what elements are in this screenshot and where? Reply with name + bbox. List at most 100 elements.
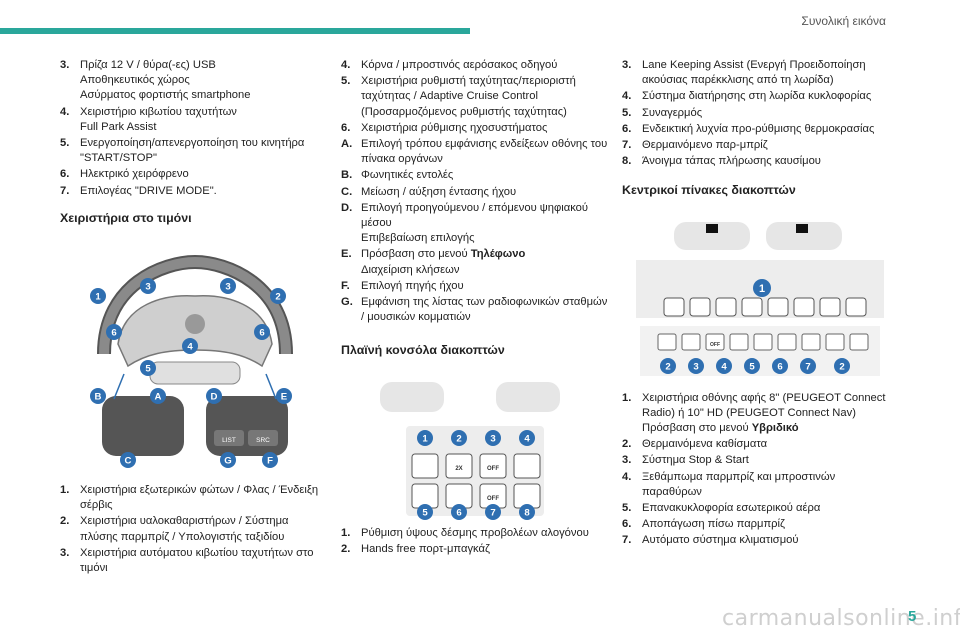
wheel-callout-marker	[206, 388, 222, 404]
wheel-callout-marker	[140, 278, 156, 294]
list-item: 2.Χειριστήρια υαλοκαθαριστήρων / Σύστημα…	[60, 515, 289, 543]
wheel-callout-label: 3	[225, 281, 230, 292]
section-title-central-panels: Κεντρικοί πίνακες διακοπτών	[622, 183, 796, 198]
side-callout-label: 7	[490, 507, 495, 518]
climate-control-button[interactable]	[705, 333, 725, 351]
side-callout-label: 5	[422, 507, 428, 518]
center-callout-label: 3	[693, 361, 698, 372]
mini-wheel-rhd	[766, 222, 842, 250]
center-callout-label: 4	[721, 361, 727, 372]
side-switch-button[interactable]	[513, 453, 541, 479]
list-item: 1.Ρύθμιση ύψους δέσμης προβολέων αλογόνο…	[341, 526, 589, 539]
wheel-callout-marker	[90, 288, 106, 304]
center-callout-label: 2	[839, 361, 844, 372]
list-item: G.Εμφάνιση της λίστας των ραδιοφωνικών σ…	[341, 296, 608, 324]
touchscreen-shortcut-button[interactable]	[689, 297, 711, 317]
wheel-callout-label: 6	[259, 327, 264, 338]
center-callout-marker	[744, 358, 760, 374]
climate-control-button[interactable]	[849, 333, 869, 351]
list-item: 7.Επιλογέας "DRIVE MODE".	[60, 184, 217, 197]
side-callout-marker	[417, 504, 433, 520]
list-item: 6.Ηλεκτρικό χειρόφρενο	[60, 168, 189, 181]
list-item: 7.Θερμαινόμενο παρ-μπρίζ	[622, 139, 768, 152]
wheel-callout-label: F	[267, 455, 273, 466]
center-callout-label: 5	[749, 361, 755, 372]
wheel-callout-marker	[220, 278, 236, 294]
touchscreen-shortcut-button[interactable]	[767, 297, 789, 317]
climate-control-button[interactable]	[657, 333, 677, 351]
climate-control-button[interactable]	[801, 333, 821, 351]
list-item: 7.Αυτόματο σύστημα κλιματισμού	[622, 534, 799, 547]
touchscreen-shortcut-button[interactable]	[741, 297, 763, 317]
side-switch-button[interactable]	[445, 453, 473, 479]
center-callout-label: 2	[665, 361, 670, 372]
list-item: 1.Χειριστήρια εξωτερικών φώτων / Φλας / …	[60, 484, 319, 512]
wheel-callout-label: 4	[187, 341, 193, 352]
touchscreen-shortcut-button[interactable]	[819, 297, 841, 317]
list-item: C.Μείωση / αύξηση έντασης ήχου	[341, 185, 517, 198]
section-title-side-console: Πλαϊνή κονσόλα διακοπτών	[341, 343, 505, 358]
wheel-callout-marker	[106, 324, 122, 340]
section-title-steering: Χειριστήρια στο τιμόνι	[60, 210, 192, 225]
touchscreen-shortcut-button[interactable]	[793, 297, 815, 317]
wheel-callout-label: 1	[95, 291, 101, 302]
side-callout-marker	[485, 430, 501, 446]
list-left-bottom: 1.Χειριστήρια εξωτερικών φώτων / Φλας / …	[60, 483, 325, 576]
side-switch-button[interactable]	[479, 453, 507, 479]
climate-control-button[interactable]	[753, 333, 773, 351]
center-callout-marker	[772, 358, 788, 374]
list-item: 4.Ξεθάμπωμα παρμπρίζ και μπροστινών παρα…	[622, 470, 836, 498]
list-middle-top: 4.Κόρνα / μπροστινός αερόσακος οδηγού 5.Χ…	[341, 58, 609, 325]
touchscreen-shortcut-button[interactable]	[845, 297, 867, 317]
list-item: 2.Θερμαινόμενα καθίσματα	[622, 438, 768, 451]
header-accent-bar	[0, 28, 470, 34]
side-callout-marker	[451, 430, 467, 446]
side-callout-marker	[417, 430, 433, 446]
side-callout-marker	[519, 430, 535, 446]
wheel-callout-marker	[220, 452, 236, 468]
list-right-bottom: 2.Θερμαινόμενα καθίσματα 3.Σύστημα Stop &…	[622, 437, 892, 548]
wheel-callout-label: G	[224, 455, 231, 466]
list-right-top: 3.Lane Keeping Assist (Ενεργή Προειδοποί…	[622, 58, 892, 169]
center-callout-marker	[688, 358, 704, 374]
peugeot-logo-icon	[185, 314, 205, 334]
page-section-title: Συνολική εικόνα	[801, 14, 886, 28]
wheel-callout-marker	[254, 324, 270, 340]
climate-control-button[interactable]	[825, 333, 845, 351]
list-item: 5.Χειριστήρια ρυθμιστή ταχύτητας/περιορι…	[341, 75, 576, 118]
right-control-pad[interactable]	[206, 396, 288, 456]
center-callout-label: 1	[759, 283, 765, 295]
climate-control-button[interactable]	[681, 333, 701, 351]
center-callout-label: 7	[805, 361, 810, 372]
side-switch-button[interactable]	[411, 453, 439, 479]
wheel-callout-label: E	[281, 391, 288, 402]
side-callout-marker	[485, 504, 501, 520]
mini-wheel-lhd	[674, 222, 750, 250]
list-item: 3.Σύστημα Stop & Start	[622, 454, 749, 467]
column-right: 3.Lane Keeping Assist (Ενεργή Προειδοποί…	[622, 58, 892, 550]
list-item: 4.Κόρνα / μπροστινός αερόσακος οδηγού	[341, 59, 558, 71]
center-callout-label: 6	[777, 361, 782, 372]
list-item: 5.Επανακυκλοφορία εσωτερικού αέρα	[622, 502, 821, 515]
list-item: 4.Σύστημα διατήρησης στη λωρίδα κυκλοφορ…	[622, 90, 872, 103]
center-callout-marker	[660, 358, 676, 374]
watermark-logo: carmanualsonline.info	[722, 606, 960, 631]
wheel-callout-label: 2	[275, 291, 280, 302]
page-number: 5	[908, 608, 917, 625]
left-control-pad[interactable]	[102, 396, 184, 456]
wheel-callout-marker	[140, 360, 156, 376]
list-button-label: LIST	[222, 437, 236, 444]
climate-control-button[interactable]	[777, 333, 797, 351]
touchscreen-shortcut-button[interactable]	[663, 297, 685, 317]
wheel-callout-marker	[270, 288, 286, 304]
climate-control-button[interactable]	[729, 333, 749, 351]
center-callout-marker	[800, 358, 816, 374]
side-button-text: 2X	[455, 466, 462, 472]
touchscreen-shortcut-button[interactable]	[715, 297, 737, 317]
wheel-callout-label: 3	[145, 281, 150, 292]
wheel-callout-marker	[90, 388, 106, 404]
side-callout-label: 2	[456, 433, 461, 444]
list-item: A.Επιλογή τρόπου εμφάνισης ενδείξεων οθό…	[341, 138, 608, 166]
